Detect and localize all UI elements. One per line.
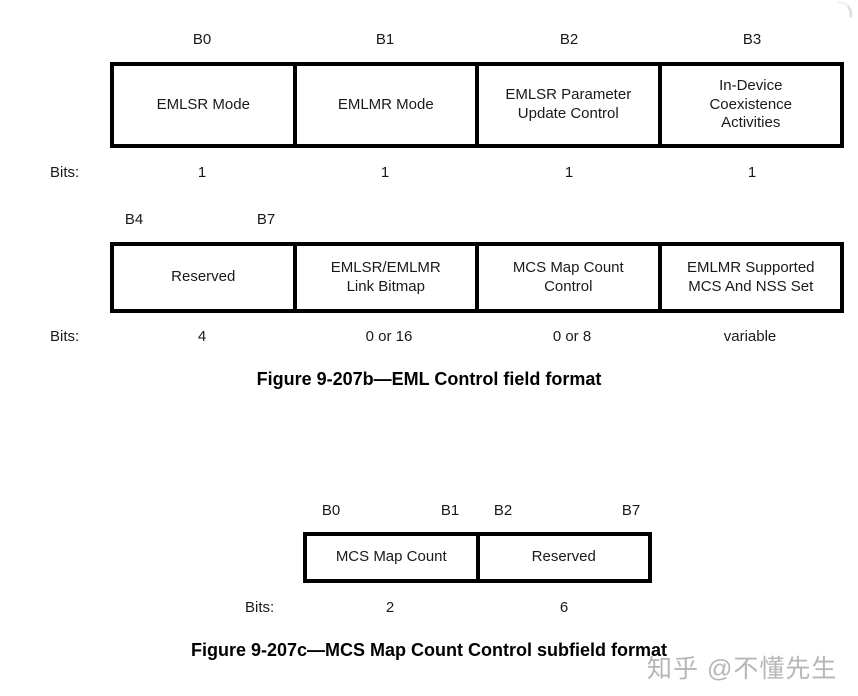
bits-label: Bits:: [245, 599, 275, 616]
bit-position-label-b0: B0: [192, 31, 212, 48]
bit-width-value: variable: [723, 328, 777, 345]
bit-width-value: 1: [747, 164, 757, 181]
eml-control-row1: EMLSR Mode EMLMR Mode EMLSR Parameter Up…: [110, 62, 844, 148]
field-cell-emlsr-emlmr-link-bitmap: EMLSR/EMLMR Link Bitmap: [297, 246, 479, 309]
field-label: EMLSR Mode: [156, 95, 250, 113]
bit-position-label-b0: B0: [321, 502, 341, 519]
bit-position-label-b7: B7: [621, 502, 641, 519]
field-cell-reserved: Reserved: [114, 246, 297, 309]
field-cell-reserved: Reserved: [480, 536, 649, 579]
field-label: In-Device Coexistence Activities: [709, 76, 793, 132]
bit-width-value: 6: [559, 599, 569, 616]
zhihu-watermark: 知乎 @不懂先生: [647, 655, 838, 683]
bit-width-value: 2: [385, 599, 395, 616]
field-label: Reserved: [171, 268, 236, 286]
field-cell-mcs-map-count-control: MCS Map Count Control: [479, 246, 662, 309]
field-cell-mcs-map-count: MCS Map Count: [307, 536, 480, 579]
bit-width-value: 0 or 16: [365, 328, 413, 345]
bit-position-label-b3: B3: [742, 31, 762, 48]
field-cell-emlmr-mode: EMLMR Mode: [297, 66, 479, 144]
field-label: EMLMR Mode: [337, 95, 434, 113]
bits-label: Bits:: [50, 328, 80, 345]
field-label: Reserved: [531, 548, 596, 566]
bit-position-label-b7: B7: [256, 211, 276, 228]
figure-caption-9-207c: Figure 9-207c—MCS Map Count Control subf…: [190, 640, 668, 660]
field-label: MCS Map Count Control: [512, 258, 624, 295]
bit-width-value: 1: [380, 164, 390, 181]
figure-caption-9-207b: Figure 9-207b—EML Control field format: [256, 369, 602, 389]
field-label: EMLMR Supported MCS And NSS Set: [686, 258, 815, 295]
field-cell-emlsr-mode: EMLSR Mode: [114, 66, 297, 144]
bit-width-value: 1: [564, 164, 574, 181]
field-cell-emlmr-supported-mcs-nss-set: EMLMR Supported MCS And NSS Set: [662, 246, 841, 309]
field-cell-emlsr-parameter-update-control: EMLSR Parameter Update Control: [479, 66, 662, 144]
bit-width-value: 0 or 8: [552, 328, 592, 345]
page-curl-decoration: [836, 1, 854, 18]
bit-position-label-b1: B1: [375, 31, 395, 48]
field-label: EMLSR/EMLMR Link Bitmap: [330, 258, 441, 295]
bit-width-value: 1: [197, 164, 207, 181]
field-label: EMLSR Parameter Update Control: [505, 86, 632, 122]
bit-position-label-b1: B1: [440, 502, 460, 519]
mcs-map-count-control-row: MCS Map Count Reserved: [303, 532, 652, 583]
eml-control-row2: Reserved EMLSR/EMLMR Link Bitmap MCS Map…: [110, 242, 844, 313]
bit-position-label-b2: B2: [493, 502, 513, 519]
field-label: MCS Map Count: [335, 548, 447, 566]
bit-position-label-b2: B2: [559, 31, 579, 48]
bit-position-label-b4: B4: [124, 211, 144, 228]
bits-label: Bits:: [50, 164, 80, 181]
field-cell-in-device-coexistence-activities: In-Device Coexistence Activities: [662, 66, 841, 144]
bit-width-value: 4: [197, 328, 207, 345]
